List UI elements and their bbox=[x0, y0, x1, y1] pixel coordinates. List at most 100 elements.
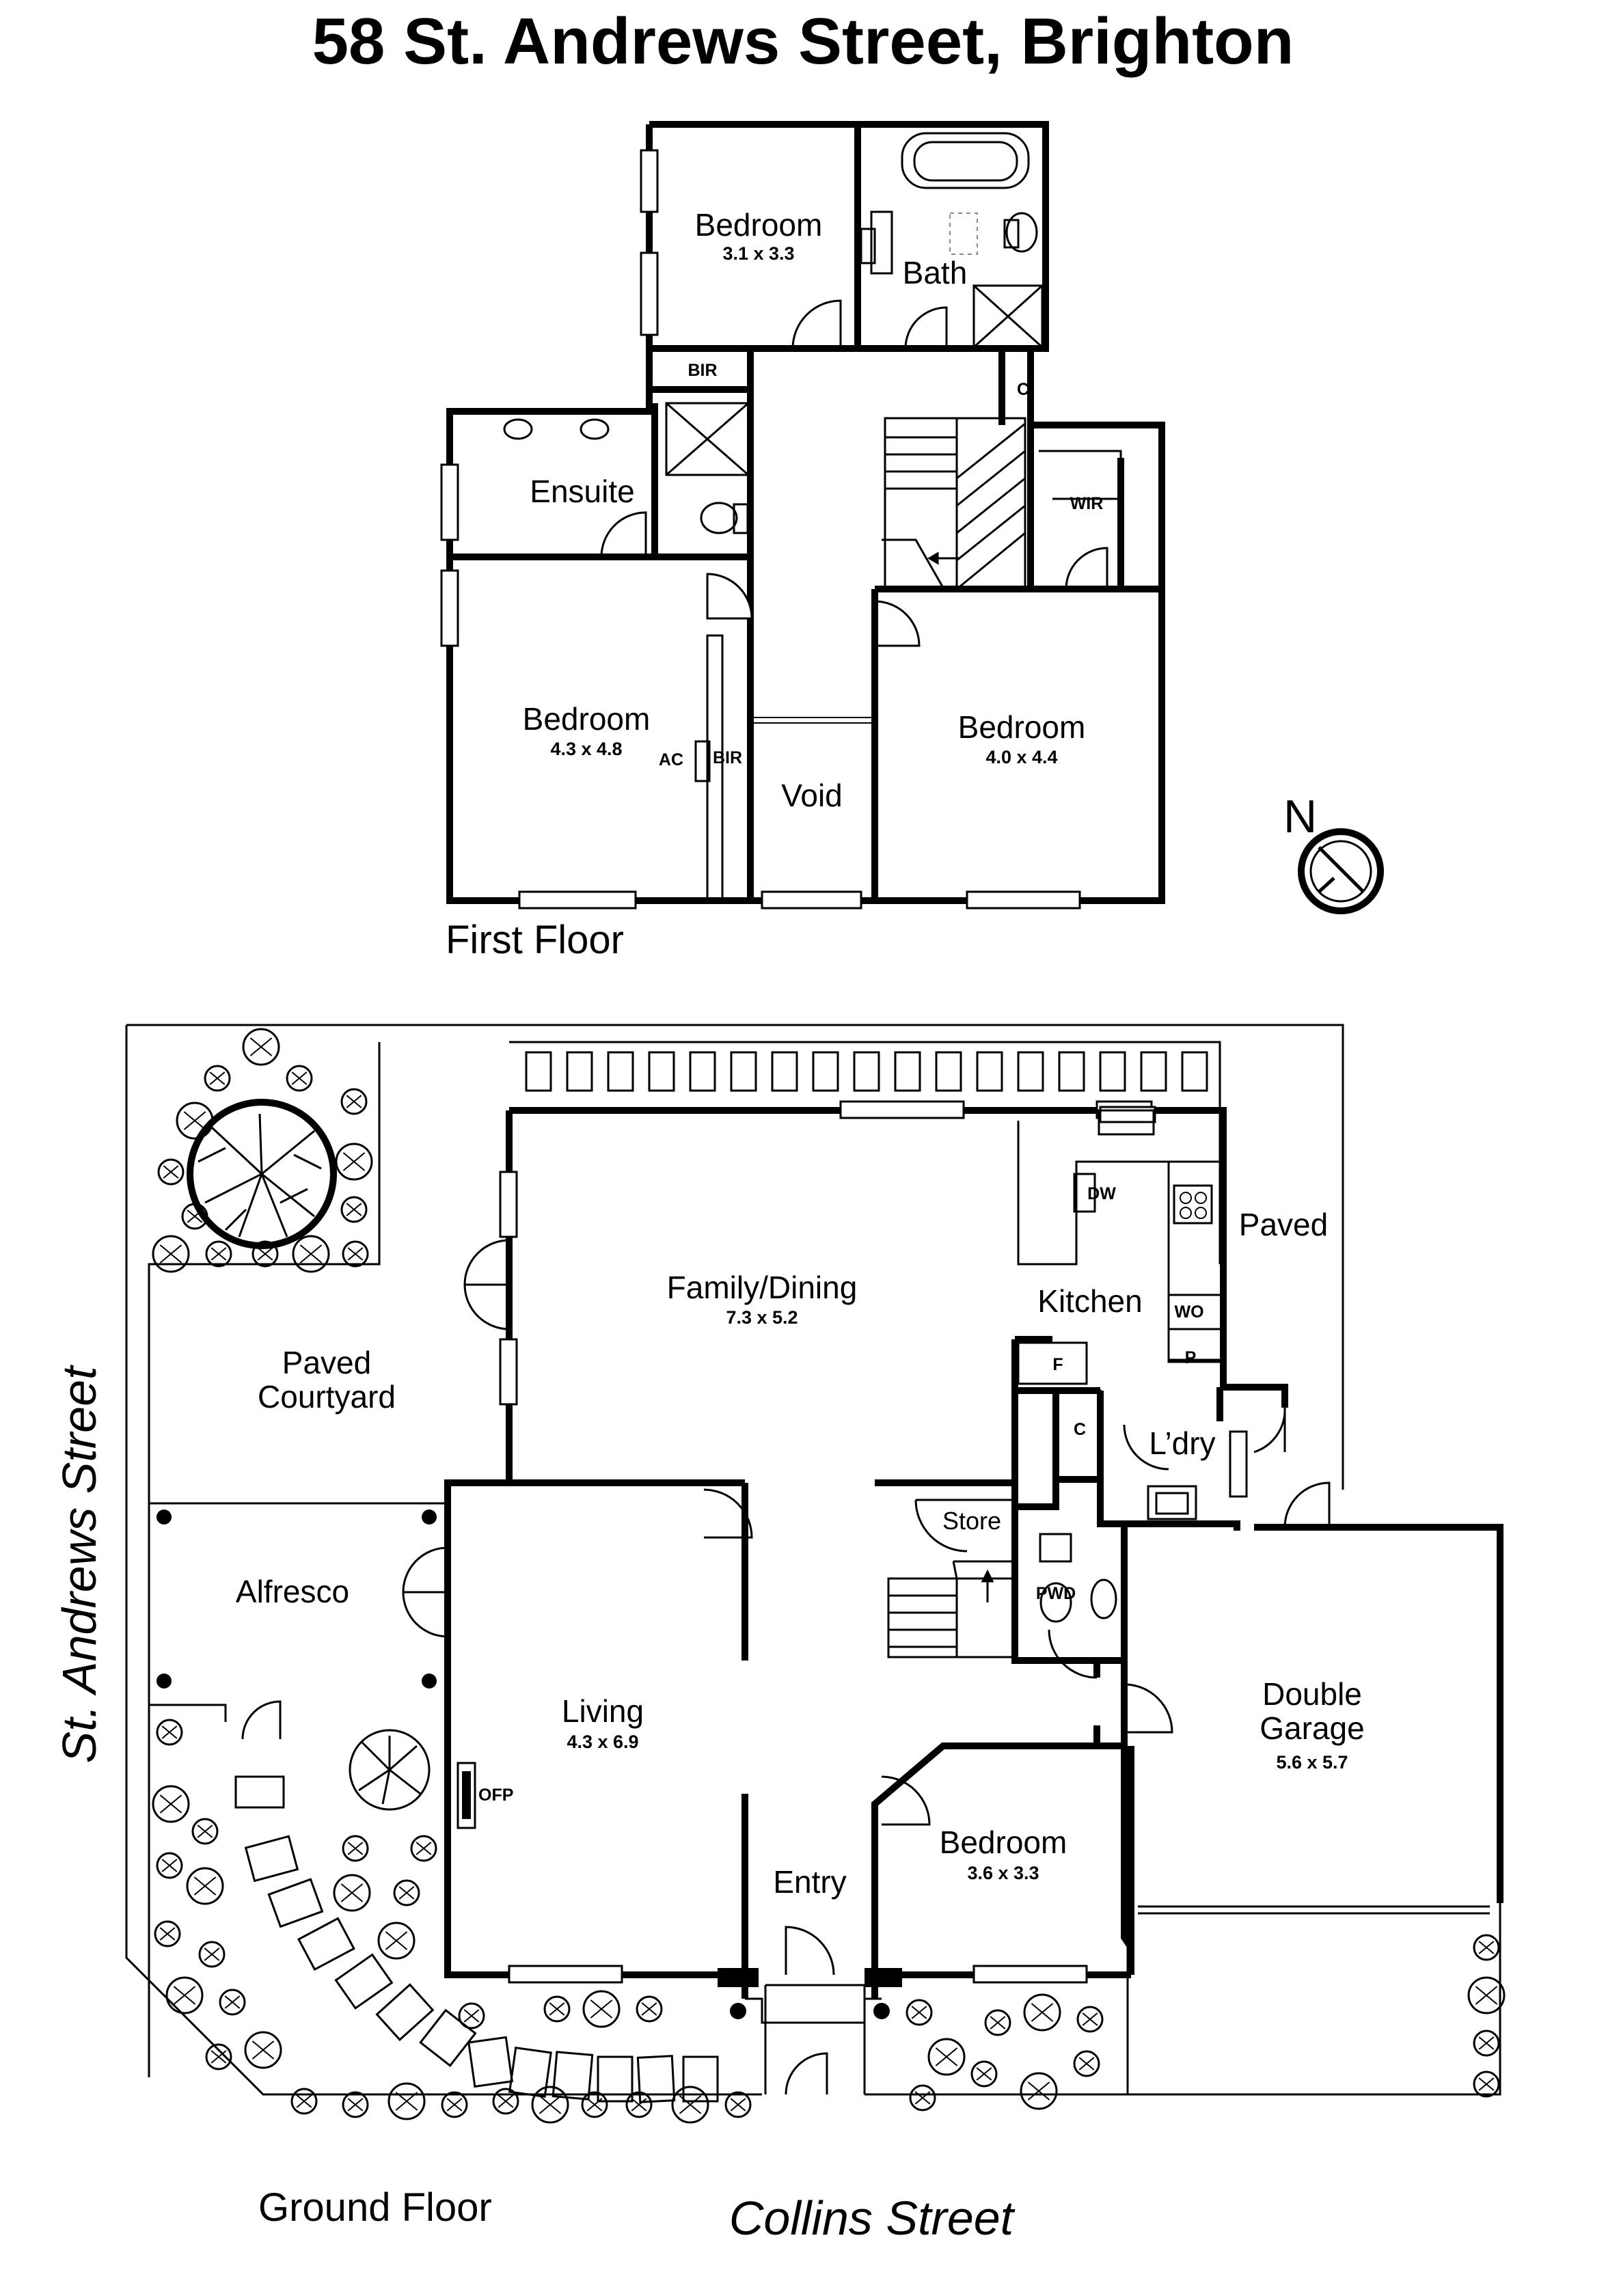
shrub-icon-detail bbox=[296, 2094, 312, 2108]
shrub-icon-detail bbox=[416, 1842, 432, 1855]
shrub-icon-detail bbox=[679, 2095, 702, 2114]
shrub-icon-detail bbox=[159, 1794, 182, 1814]
store-label: Store bbox=[942, 1507, 1001, 1535]
compass: N bbox=[1283, 791, 1384, 914]
first-floor-plan: Bedroom 3.1 x 3.3 Bath BIR C Ensuite WIR… bbox=[440, 121, 1165, 962]
shrub-icon bbox=[387, 2082, 426, 2120]
shrub-icon bbox=[342, 1835, 369, 1862]
shrub-icon bbox=[636, 1995, 663, 2023]
garage-dims: 5.6 x 5.7 bbox=[1276, 1752, 1348, 1773]
shrub-icon-detail bbox=[210, 1247, 227, 1261]
shrub-icon-detail bbox=[463, 2009, 480, 2023]
family-dining-dims: 7.3 x 5.2 bbox=[726, 1307, 798, 1328]
shrub-icon-detail bbox=[398, 1886, 415, 1900]
cupboard-label-ground: C bbox=[1074, 1420, 1086, 1439]
shrub-icon-detail bbox=[163, 1165, 179, 1179]
first-floor-label: First Floor bbox=[446, 918, 624, 962]
shrub-icon bbox=[906, 1999, 933, 2026]
shrub-icon-detail bbox=[1027, 2081, 1050, 2101]
shrub-icon bbox=[927, 2038, 966, 2076]
shrub-icon bbox=[176, 1102, 214, 1140]
large-tree-icon bbox=[187, 1099, 337, 1249]
front-street-label: Collins Street bbox=[729, 2191, 1016, 2245]
shrub-icon-detail bbox=[1475, 1986, 1498, 2005]
shrub-icon bbox=[1467, 1976, 1506, 2014]
shrub-icon-detail bbox=[385, 1931, 408, 1950]
shrub-icon-detail bbox=[249, 1037, 273, 1056]
shrub-icon-detail bbox=[1031, 2003, 1054, 2022]
shrub-icon-detail bbox=[911, 2006, 927, 2019]
shrub-icon bbox=[198, 1941, 226, 1968]
shrub-icon-detail bbox=[990, 2016, 1006, 2030]
shrub-icon bbox=[191, 1818, 219, 1845]
shrub-icon bbox=[1020, 2072, 1058, 2110]
shrub-icon-detail bbox=[159, 1244, 182, 1263]
pantry-label: P bbox=[1185, 1348, 1197, 1367]
shrub-icon-detail bbox=[347, 1247, 364, 1261]
shrub-icon bbox=[410, 1835, 437, 1862]
shrub-icon-detail bbox=[224, 1995, 241, 2009]
garage-label-2: Garage bbox=[1260, 1710, 1364, 1746]
wir-label: WIR bbox=[1070, 494, 1104, 513]
courtyard-label-2: Courtyard bbox=[258, 1379, 396, 1414]
shrub-icon bbox=[1023, 1993, 1061, 2032]
shrub-icon-detail bbox=[347, 1842, 364, 1855]
wall-oven-label: WO bbox=[1174, 1302, 1203, 1322]
shrub-icon-detail bbox=[210, 2050, 227, 2064]
shrub-icon bbox=[186, 1867, 224, 1905]
shrub-icon-detail bbox=[197, 1824, 213, 1838]
shrub-icon-detail bbox=[209, 1071, 226, 1085]
ground-floor-plan: Family/Dining 7.3 x 5.2 Kitchen DW WO P … bbox=[53, 1024, 1506, 2245]
shrub-icon bbox=[582, 1990, 621, 2028]
shrub-icon-detail bbox=[976, 2067, 992, 2081]
shrub-icon bbox=[1473, 2030, 1500, 2057]
shrub-icon bbox=[290, 2088, 318, 2115]
entry-label: Entry bbox=[773, 1864, 846, 1900]
shrub-icon-detail bbox=[539, 2095, 562, 2114]
courtyard-label-1: Paved bbox=[282, 1345, 371, 1380]
shrub-icon-detail bbox=[498, 2094, 514, 2108]
shrub-icon bbox=[377, 1922, 416, 1960]
bedroom-3-dims: 3.1 x 3.3 bbox=[722, 243, 794, 264]
bedroom-1-label: Bedroom bbox=[958, 709, 1086, 745]
shrub-icon-detail bbox=[204, 1948, 220, 1961]
bir-label-2: BIR bbox=[713, 748, 742, 767]
shrub-icon bbox=[292, 1235, 330, 1273]
shrub-icon-detail bbox=[641, 2002, 657, 2016]
shrub-icon bbox=[724, 2091, 752, 2118]
shrub-icon bbox=[165, 1976, 204, 2014]
shrub-icon bbox=[625, 2091, 653, 2118]
shrub-icon-detail bbox=[395, 2092, 418, 2111]
shrub-icon-detail bbox=[1478, 1941, 1495, 1954]
shrub-icon bbox=[286, 1065, 313, 1092]
shrub-icon-detail bbox=[340, 1883, 364, 1902]
void-label: Void bbox=[781, 778, 843, 813]
fridge-label: F bbox=[1052, 1355, 1063, 1374]
shrub-icon bbox=[156, 1719, 183, 1746]
shrub-icon bbox=[1073, 2050, 1100, 2077]
plan-title: 58 St. Andrews Street, Brighton bbox=[312, 5, 1294, 78]
powder-room-label: PWD bbox=[1036, 1584, 1076, 1603]
shrub-icon bbox=[984, 2009, 1011, 2036]
shrub-icon-detail bbox=[161, 1725, 178, 1739]
shrub-icon-detail bbox=[1478, 2077, 1495, 2091]
shrub-icon-detail bbox=[193, 1876, 217, 1896]
shrub-icon bbox=[492, 2088, 519, 2115]
shrub-icon-detail bbox=[549, 2002, 565, 2016]
shrub-icon-detail bbox=[1082, 2012, 1098, 2026]
alfresco-label: Alfresco bbox=[236, 1574, 349, 1609]
shrub-icon-detail bbox=[347, 2098, 364, 2112]
medium-tree-icon bbox=[349, 1729, 431, 1811]
shrub-icon-detail bbox=[346, 1095, 362, 1108]
ensuite-label: Ensuite bbox=[530, 474, 634, 509]
shrub-icon bbox=[909, 2084, 936, 2112]
shrub-icon bbox=[671, 2086, 709, 2124]
shrub-icon bbox=[1076, 2006, 1104, 2033]
shrub-icon bbox=[181, 1203, 208, 1230]
shrub-icon bbox=[543, 1995, 571, 2023]
shrub-icon-detail bbox=[914, 2091, 931, 2105]
shrub-icon-detail bbox=[161, 1859, 178, 1872]
shrub-icon bbox=[251, 1240, 279, 1268]
shrub-icon bbox=[244, 2031, 282, 2069]
